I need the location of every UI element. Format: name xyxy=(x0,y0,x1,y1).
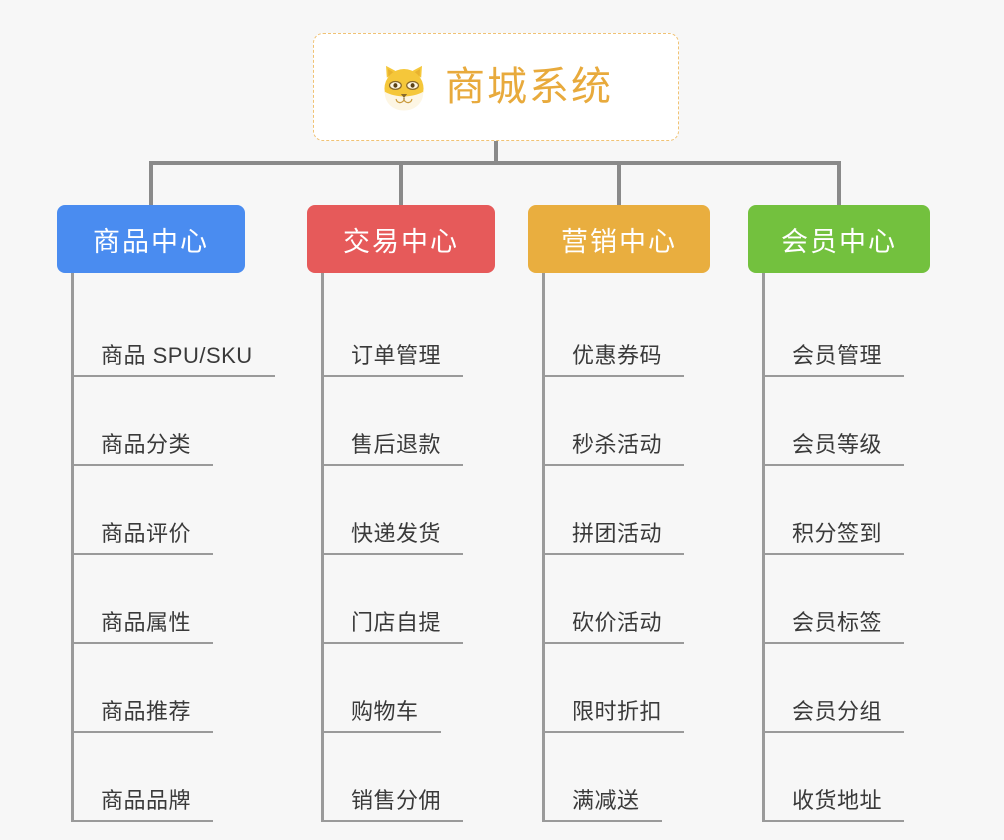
leaf-column-product-center: 商品 SPU/SKU 商品分类 商品评价 商品属性 商品推荐 商品品牌 xyxy=(71,288,275,822)
leaf-label: 会员管理 xyxy=(792,342,883,368)
root-node-mall-system[interactable]: 商城系统 xyxy=(313,33,679,141)
leaf-label: 商品品牌 xyxy=(101,787,192,813)
category-label: 交易中心 xyxy=(343,226,459,257)
column-spine xyxy=(71,288,74,822)
connector-drop-member-center xyxy=(837,161,841,207)
list-item[interactable]: 快递发货 xyxy=(321,466,464,555)
list-item[interactable]: 商品分类 xyxy=(71,377,275,466)
leaf-label: 会员分组 xyxy=(792,698,883,724)
leaf-label: 满减送 xyxy=(572,787,640,813)
leaf-label: 积分签到 xyxy=(792,520,883,546)
root-node-label: 商城系统 xyxy=(445,65,613,109)
leaf-label: 购物车 xyxy=(351,698,419,724)
connector-horizontal-bus xyxy=(150,161,840,165)
list-item[interactable]: 销售分佣 xyxy=(321,733,464,822)
connector-stem-member-center xyxy=(762,273,765,291)
leaf-label: 商品推荐 xyxy=(101,698,192,724)
list-item[interactable]: 商品品牌 xyxy=(71,733,275,822)
list-item[interactable]: 砍价活动 xyxy=(542,555,685,644)
leaf-label: 商品分类 xyxy=(101,431,192,457)
list-item[interactable]: 售后退款 xyxy=(321,377,464,466)
list-item[interactable]: 限时折扣 xyxy=(542,644,685,733)
category-card-product-center[interactable]: 商品中心 xyxy=(57,205,245,273)
leaf-label: 秒杀活动 xyxy=(572,431,663,457)
list-item[interactable]: 会员标签 xyxy=(762,555,905,644)
leaf-column-marketing-center: 优惠券码 秒杀活动 拼团活动 砍价活动 限时折扣 满减送 xyxy=(542,288,685,822)
list-item[interactable]: 商品属性 xyxy=(71,555,275,644)
leaf-label: 优惠券码 xyxy=(572,342,663,368)
connector-stem-marketing-center xyxy=(542,273,545,291)
leaf-label: 销售分佣 xyxy=(351,787,442,813)
list-item[interactable]: 商品 SPU/SKU xyxy=(71,288,275,377)
connector-drop-trade-center xyxy=(399,161,403,207)
leaf-label: 商品属性 xyxy=(101,609,192,635)
category-label: 商品中心 xyxy=(93,226,209,257)
leaf-label: 订单管理 xyxy=(351,342,442,368)
list-item[interactable]: 购物车 xyxy=(321,644,463,733)
category-card-trade-center[interactable]: 交易中心 xyxy=(307,205,495,273)
shiba-dog-icon xyxy=(384,65,424,111)
list-item[interactable]: 拼团活动 xyxy=(542,466,685,555)
list-item[interactable]: 优惠券码 xyxy=(542,288,685,377)
leaf-label: 快递发货 xyxy=(351,520,442,546)
leaf-label: 会员标签 xyxy=(792,609,883,635)
leaf-label: 砍价活动 xyxy=(572,609,663,635)
list-item[interactable]: 会员管理 xyxy=(762,288,905,377)
column-spine xyxy=(762,288,765,822)
connector-drop-product-center xyxy=(149,161,153,207)
connector-drop-marketing-center xyxy=(617,161,621,207)
list-item[interactable]: 会员等级 xyxy=(762,377,905,466)
list-item[interactable]: 订单管理 xyxy=(321,288,464,377)
connector-stem-trade-center xyxy=(321,273,324,291)
list-item[interactable]: 门店自提 xyxy=(321,555,464,644)
list-item[interactable]: 满减送 xyxy=(542,733,684,822)
list-item[interactable]: 商品评价 xyxy=(71,466,275,555)
list-item[interactable]: 会员分组 xyxy=(762,644,905,733)
list-item[interactable]: 收货地址 xyxy=(762,733,905,822)
connector-root-stem xyxy=(494,141,498,164)
category-label: 营销中心 xyxy=(561,226,677,257)
leaf-label: 门店自提 xyxy=(351,609,442,635)
leaf-label: 拼团活动 xyxy=(572,520,663,546)
connector-stem-product-center xyxy=(71,273,74,291)
leaf-label: 售后退款 xyxy=(351,431,442,457)
category-card-member-center[interactable]: 会员中心 xyxy=(748,205,930,273)
leaf-label: 限时折扣 xyxy=(572,698,663,724)
leaf-column-trade-center: 订单管理 售后退款 快递发货 门店自提 购物车 销售分佣 xyxy=(321,288,464,822)
leaf-label: 会员等级 xyxy=(792,431,883,457)
leaf-label: 商品 SPU/SKU xyxy=(101,342,253,368)
category-label: 会员中心 xyxy=(781,226,897,257)
column-spine xyxy=(542,288,545,822)
leaf-label: 收货地址 xyxy=(792,787,883,813)
column-spine xyxy=(321,288,324,822)
leaf-label: 商品评价 xyxy=(101,520,192,546)
list-item[interactable]: 积分签到 xyxy=(762,466,905,555)
list-item[interactable]: 秒杀活动 xyxy=(542,377,685,466)
category-card-marketing-center[interactable]: 营销中心 xyxy=(528,205,710,273)
leaf-column-member-center: 会员管理 会员等级 积分签到 会员标签 会员分组 收货地址 xyxy=(762,288,905,822)
list-item[interactable]: 商品推荐 xyxy=(71,644,275,733)
